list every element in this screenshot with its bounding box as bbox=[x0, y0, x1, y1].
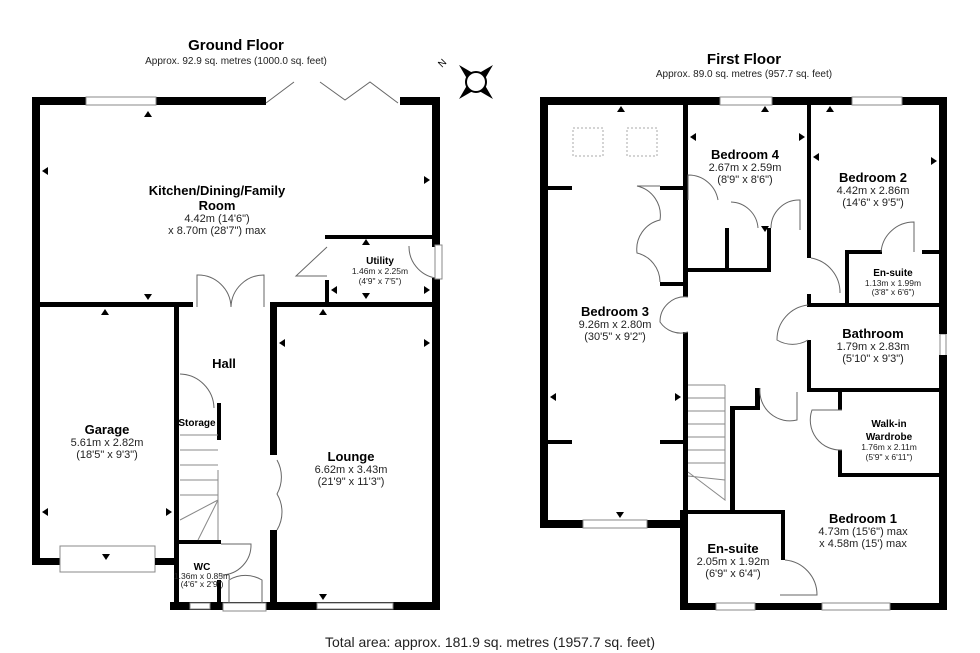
ground-floor-doors bbox=[179, 81, 436, 603]
room-garage: Garage 5.61m x 2.82m (18'5" x 9'3") bbox=[71, 422, 144, 461]
room-dimensions-line2: (21'9" x 11'3") bbox=[318, 476, 385, 488]
first-floor-stairs bbox=[687, 384, 726, 502]
room-dimensions: 4.42m (14'6") bbox=[184, 213, 249, 225]
room-name: Utility bbox=[366, 256, 394, 267]
room-wc: WC 1.36m x 0.85m (4'6" x 2'9") bbox=[174, 562, 230, 589]
room-name: Kitchen/Dining/Family bbox=[149, 183, 286, 198]
room-dimensions: 1.79m x 2.83m bbox=[837, 341, 910, 353]
room-bathroom: Bathroom 1.79m x 2.83m (5'10" x 9'3") bbox=[837, 326, 910, 365]
room-bedroom-2: Bedroom 2 4.42m x 2.86m (14'6" x 9'5") bbox=[837, 170, 910, 209]
room-name: Bathroom bbox=[842, 326, 903, 341]
room-dimensions-line2: (5'10" x 9'3") bbox=[842, 353, 904, 365]
room-name: Bedroom 1 bbox=[829, 511, 897, 526]
room-name: Lounge bbox=[328, 449, 375, 464]
room-walk-in-wardrobe: Walk-in Wardrobe 1.76m x 2.11m (5'9" x 6… bbox=[861, 419, 917, 462]
compass-icon: N bbox=[436, 57, 493, 99]
room-dimensions: 1.46m x 2.25m bbox=[352, 266, 408, 276]
dimension-arrows bbox=[42, 106, 937, 600]
compass-north-label: N bbox=[436, 57, 449, 70]
room-name: Bedroom 2 bbox=[839, 170, 907, 185]
room-dimensions-line2: x 4.58m (15') max bbox=[819, 538, 907, 550]
room-dimensions-line2: (3'8" x 6'6") bbox=[872, 287, 915, 297]
room-dimensions: 1.76m x 2.11m bbox=[861, 442, 917, 452]
room-dimensions-line2: (5'9" x 6'11") bbox=[866, 452, 913, 462]
room-name: Garage bbox=[85, 422, 130, 437]
room-dimensions-line2: (14'6" x 9'5") bbox=[842, 197, 904, 209]
room-name: Bedroom 3 bbox=[581, 304, 649, 319]
room-dimensions: 6.62m x 3.43m bbox=[315, 464, 388, 476]
room-storage-name: Storage bbox=[178, 418, 216, 429]
room-dimensions-line2: (18'5" x 9'3") bbox=[76, 449, 138, 461]
total-area: Total area: approx. 181.9 sq. metres (19… bbox=[325, 634, 655, 650]
room-dimensions: 5.61m x 2.82m bbox=[71, 437, 144, 449]
first-floor-doors bbox=[572, 127, 915, 596]
room-name: En-suite bbox=[707, 541, 758, 556]
room-dimensions-line2: (4'9" x 7'5") bbox=[359, 276, 402, 286]
first-floor-title: First Floor bbox=[707, 51, 781, 68]
room-dimensions: 2.67m x 2.59m bbox=[709, 162, 782, 174]
room-dimensions-line2: (4'6" x 2'9") bbox=[181, 579, 224, 589]
room-dimensions: 1.13m x 1.99m bbox=[865, 278, 921, 288]
room-utility: Utility 1.46m x 2.25m (4'9" x 7'5") bbox=[352, 256, 408, 286]
room-en-suite-bedroom-1: En-suite 2.05m x 1.92m (6'9" x 6'4") bbox=[697, 541, 770, 580]
room-dimensions: 2.05m x 1.92m bbox=[697, 556, 770, 568]
room-bedroom-1: Bedroom 1 4.73m (15'6") max x 4.58m (15'… bbox=[818, 511, 908, 550]
room-dimensions: 4.42m x 2.86m bbox=[837, 185, 910, 197]
room-name: Walk-in bbox=[871, 419, 906, 430]
room-lounge: Lounge 6.62m x 3.43m (21'9" x 11'3") bbox=[315, 449, 388, 488]
first-floor-area: Approx. 89.0 sq. metres (957.7 sq. feet) bbox=[656, 69, 832, 80]
room-dimensions: 1.36m x 0.85m bbox=[174, 571, 230, 581]
room-en-suite-bedroom-2: En-suite 1.13m x 1.99m (3'8" x 6'6") bbox=[865, 268, 921, 297]
room-dimensions-line2: (8'9" x 8'6") bbox=[717, 174, 772, 186]
ground-floor-walls bbox=[32, 96, 443, 612]
room-bedroom-4: Bedroom 4 2.67m x 2.59m (8'9" x 8'6") bbox=[709, 147, 782, 186]
room-bedroom-3: Bedroom 3 9.26m x 2.80m (30'5" x 9'2") bbox=[579, 304, 652, 343]
room-name-line2: Wardrobe bbox=[866, 432, 913, 443]
room-hall-name: Hall bbox=[212, 356, 236, 371]
room-dimensions-line2: (6'9" x 6'4") bbox=[705, 568, 760, 580]
room-name-line2: Room bbox=[199, 198, 236, 213]
room-name: Bedroom 4 bbox=[711, 147, 780, 162]
room-dimensions: 9.26m x 2.80m bbox=[579, 319, 652, 331]
ground-floor-title: Ground Floor bbox=[188, 37, 284, 54]
first-floor-walls bbox=[540, 96, 947, 611]
ground-floor-area: Approx. 92.9 sq. metres (1000.0 sq. feet… bbox=[145, 56, 327, 67]
ground-floor-stairs bbox=[179, 434, 219, 541]
room-name: En-suite bbox=[873, 268, 913, 279]
room-dimensions: 4.73m (15'6") max bbox=[818, 526, 908, 538]
room-dimensions-line2: (30'5" x 9'2") bbox=[584, 331, 646, 343]
room-kitchen-dining-family: Kitchen/Dining/Family Room 4.42m (14'6")… bbox=[149, 183, 286, 237]
room-name: WC bbox=[194, 562, 211, 573]
room-dimensions-line2: x 8.70m (28'7") max bbox=[168, 225, 266, 237]
